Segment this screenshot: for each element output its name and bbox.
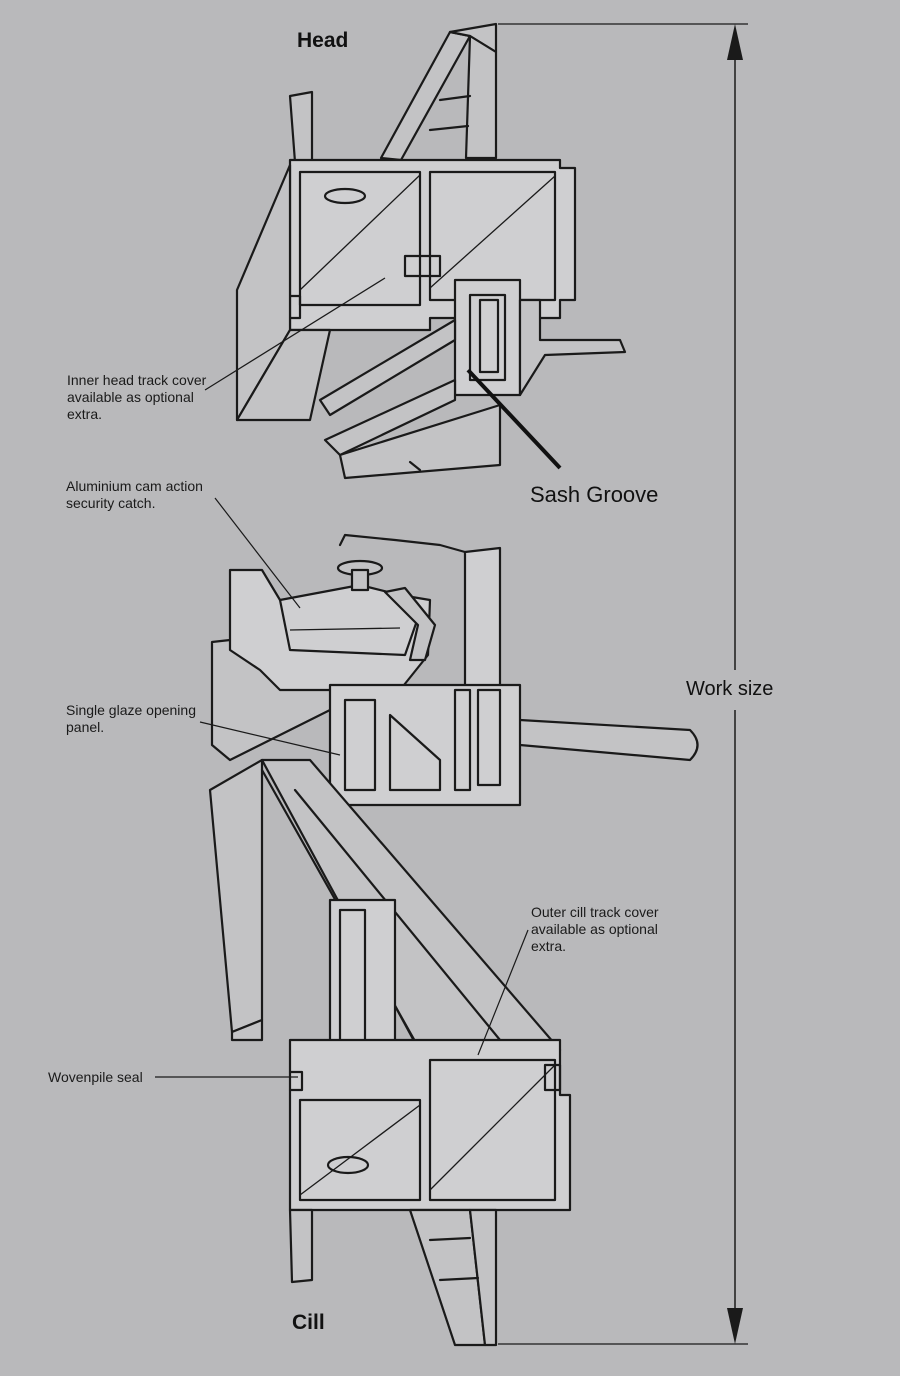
inner-head-track-cover-label: Inner head track cover available as opti… bbox=[67, 372, 207, 422]
cill-title: Cill bbox=[292, 1311, 325, 1334]
work-size-label: Work size bbox=[686, 676, 774, 703]
cill-frame-section bbox=[288, 1038, 572, 1347]
opening-panel-section bbox=[208, 533, 699, 1087]
sash-groove-pointer bbox=[466, 368, 562, 470]
head-title: Head bbox=[297, 29, 349, 52]
single-glaze-panel-label: Single glaze opening panel. bbox=[66, 702, 196, 735]
work-size-dimension bbox=[498, 23, 748, 1345]
arrow-down-icon bbox=[727, 1308, 743, 1344]
wovenpile-seal-label: Wovenpile seal bbox=[48, 1069, 143, 1085]
leader-lines bbox=[155, 277, 529, 1078]
arrow-up-icon bbox=[727, 24, 743, 60]
outer-cill-track-cover-label: Outer cill track cover available as opti… bbox=[531, 904, 659, 954]
cam-action-catch-label: Aluminium cam action security catch. bbox=[66, 478, 203, 511]
head-frame-section bbox=[235, 22, 627, 480]
sash-groove-label: Sash Groove bbox=[530, 482, 659, 507]
